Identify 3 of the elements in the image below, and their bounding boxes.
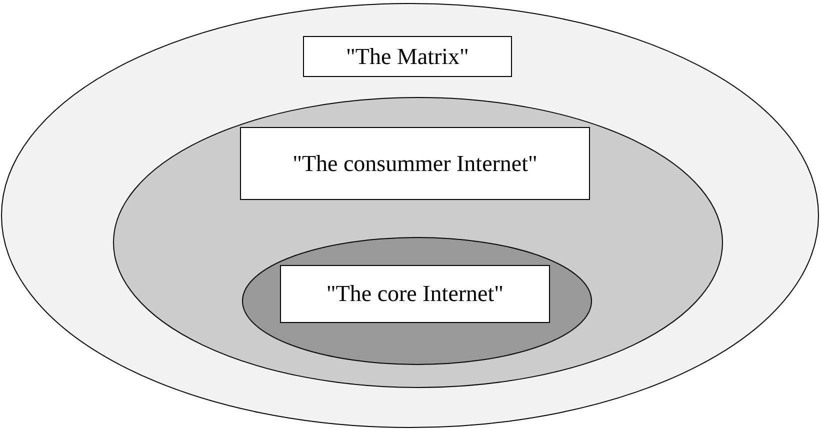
- region-label: "The Matrix": [303, 36, 512, 77]
- region-label: "The core Internet": [280, 265, 550, 323]
- region-label: "The consummer Internet": [240, 127, 590, 200]
